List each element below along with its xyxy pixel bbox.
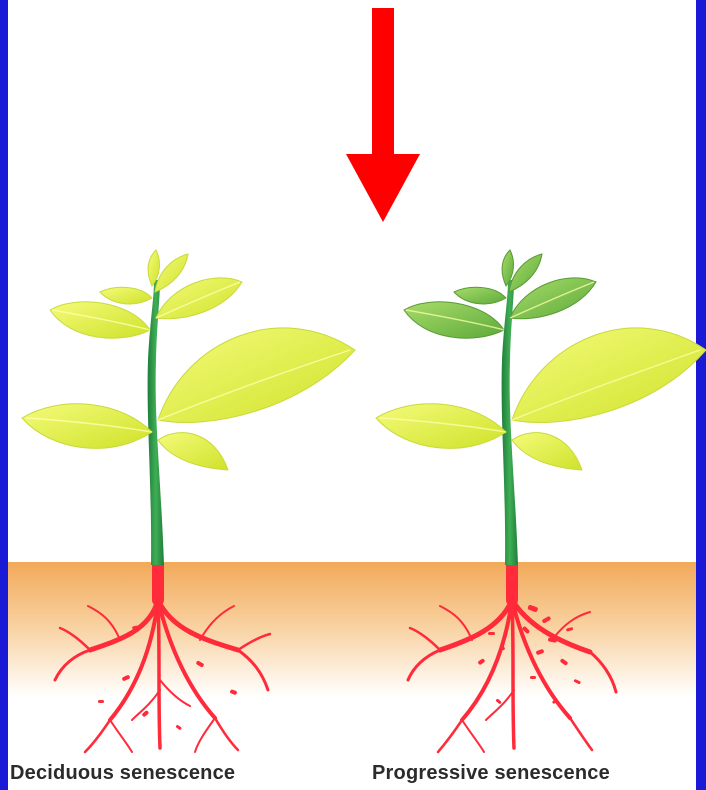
left-border: [0, 0, 8, 790]
soil-band: [8, 562, 696, 697]
leaf: [158, 433, 228, 470]
caption-deciduous-senescence: Deciduous senescence: [10, 762, 235, 785]
leaf: [404, 302, 504, 338]
leaf: [512, 433, 582, 470]
leaf: [100, 287, 152, 304]
leaf: [509, 254, 542, 292]
leaf: [376, 404, 506, 449]
caption-progressive-senescence: Progressive senescence: [372, 762, 610, 785]
leaf: [454, 287, 506, 304]
right-border: [696, 0, 706, 790]
down-arrow-icon: [346, 8, 420, 222]
leaf: [50, 302, 150, 338]
upper-leaves-progressive: [404, 250, 596, 338]
lower-leaves-progressive: [376, 328, 706, 470]
stem-deciduous: [148, 280, 164, 565]
stem-progressive: [502, 280, 518, 565]
leaf: [22, 404, 152, 449]
leaf: [155, 254, 188, 292]
leaves-deciduous: [22, 250, 355, 470]
